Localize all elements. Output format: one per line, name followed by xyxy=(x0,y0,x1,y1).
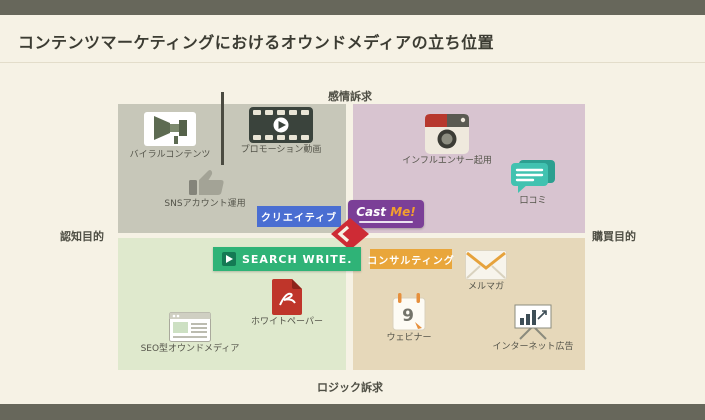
sns-account-label: SNSアカウント運用 xyxy=(164,199,246,209)
title-underline xyxy=(0,62,705,63)
castme-tagline xyxy=(359,220,413,223)
pdf-file-icon xyxy=(272,279,302,315)
thumbs-up-icon xyxy=(182,167,228,197)
axis-label-logic: ロジック訴求 xyxy=(317,381,383,394)
item-influencer: インフルエンサー起用 xyxy=(398,114,496,167)
item-whitepaper: ホワイトペーパー xyxy=(250,279,324,328)
searchwrite-text: SEARCH WRITE. xyxy=(242,252,353,266)
whitepaper-label: ホワイトペーパー xyxy=(251,317,323,327)
calendar-icon: 9 xyxy=(392,293,426,331)
castme-text-accent: Me! xyxy=(390,204,416,219)
axis-label-emotional: 感情訴求 xyxy=(328,90,372,103)
castme-text-main: Cast xyxy=(356,204,387,219)
internet-ad-label: インターネット広告 xyxy=(492,342,574,352)
item-webinar: 9 ウェビナー xyxy=(377,293,441,344)
castme-wordmark: Cast Me! xyxy=(356,206,416,218)
red-diamond-icon xyxy=(331,218,369,250)
browser-window-icon xyxy=(169,312,211,342)
consulting-badge: コンサルティング xyxy=(367,249,454,269)
item-promo-video: プロモーション動画 xyxy=(234,107,328,156)
review-label: 口コミ xyxy=(519,196,547,206)
calendar-day-text: 9 xyxy=(402,306,414,326)
chart-board-icon xyxy=(512,304,554,340)
seo-media-label: SEO型オウンドメディア xyxy=(140,344,240,354)
promo-video-label: プロモーション動画 xyxy=(240,145,322,155)
searchwrite-logo: SEARCH WRITE. xyxy=(213,247,362,271)
creative-badge: クリエイティブ xyxy=(257,206,341,227)
item-viral-content: バイラルコンテンツ xyxy=(128,110,212,161)
bottom-bar xyxy=(0,404,705,420)
envelope-icon xyxy=(465,250,507,280)
item-mailmag: メルマガ xyxy=(454,250,518,293)
camera-icon xyxy=(425,114,469,154)
divider-line xyxy=(221,92,224,165)
page-title: コンテンツマーケティングにおけるオウンドメディアの立ち位置 xyxy=(18,33,495,52)
chat-bubble-icon xyxy=(511,160,555,194)
top-bar xyxy=(0,0,705,15)
megaphone-icon xyxy=(144,110,196,148)
center-brand-logo xyxy=(331,218,369,250)
castme-logo: Cast Me! xyxy=(348,200,424,228)
axis-label-awareness: 認知目的 xyxy=(60,230,104,243)
item-review: 口コミ xyxy=(503,160,563,207)
mailmag-label: メルマガ xyxy=(467,282,504,292)
influencer-label: インフルエンサー起用 xyxy=(402,156,492,166)
film-icon xyxy=(249,107,313,143)
item-sns-account: SNSアカウント運用 xyxy=(158,167,252,210)
viral-content-label: バイラルコンテンツ xyxy=(129,150,211,160)
item-seo-media: SEO型オウンドメディア xyxy=(138,312,242,355)
searchwrite-mark-icon xyxy=(222,252,236,266)
axis-label-purchase: 購買目的 xyxy=(592,230,636,243)
item-internet-ad: インターネット広告 xyxy=(491,304,575,353)
webinar-label: ウェビナー xyxy=(386,333,432,343)
